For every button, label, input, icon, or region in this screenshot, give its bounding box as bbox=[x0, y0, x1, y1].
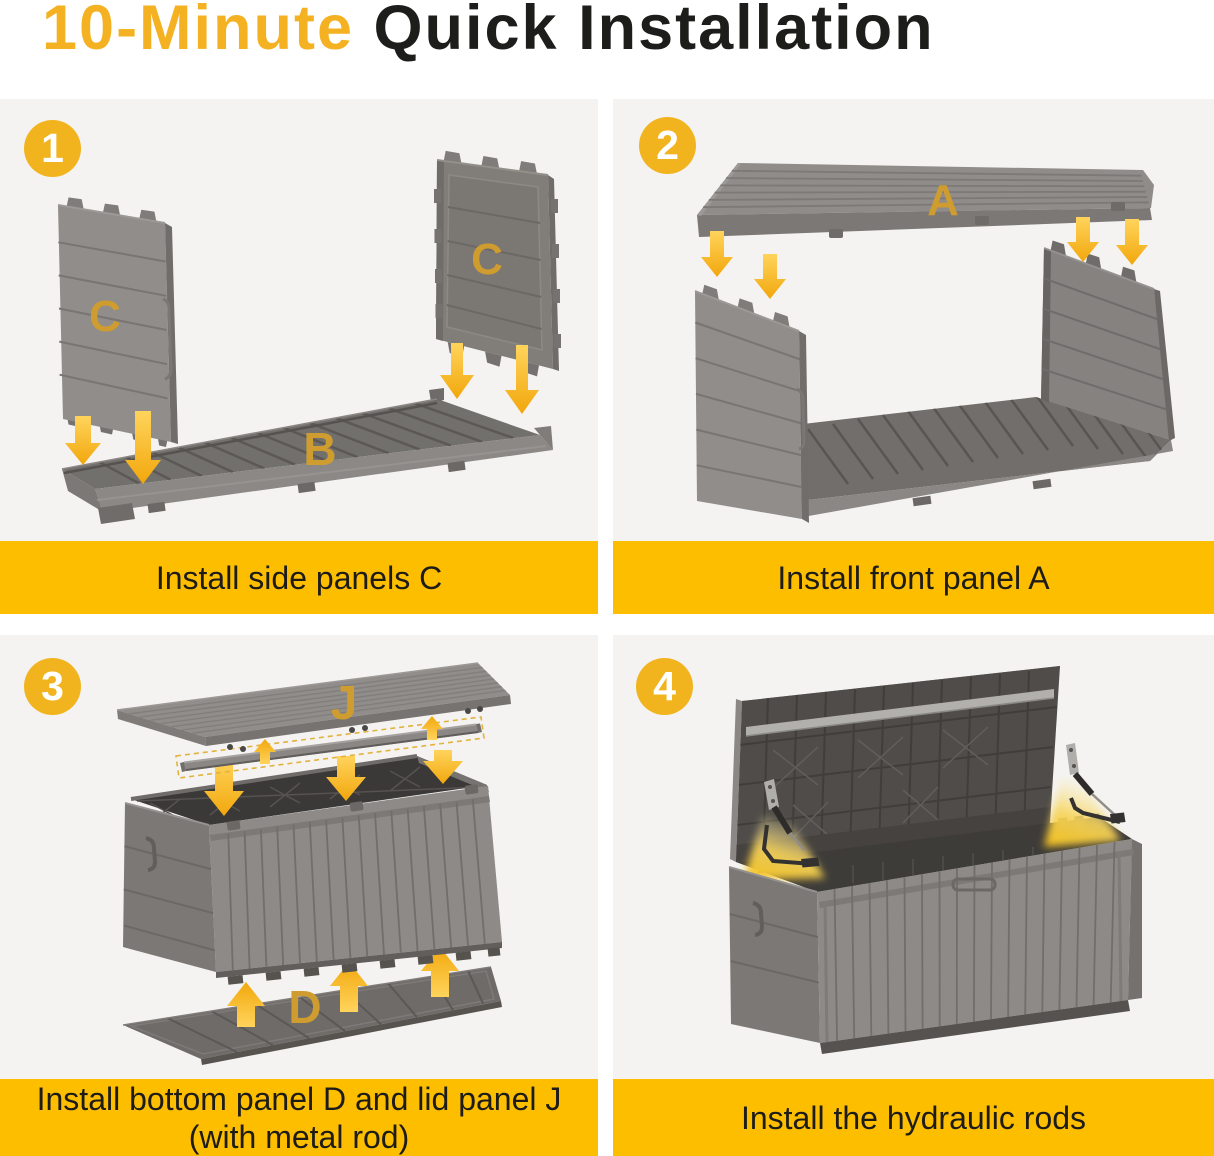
svg-text:A: A bbox=[927, 176, 959, 225]
svg-text:C: C bbox=[471, 235, 503, 284]
svg-text:C: C bbox=[89, 292, 121, 341]
svg-text:B: B bbox=[303, 423, 336, 475]
svg-text:J: J bbox=[331, 677, 358, 730]
svg-text:D: D bbox=[288, 981, 321, 1033]
